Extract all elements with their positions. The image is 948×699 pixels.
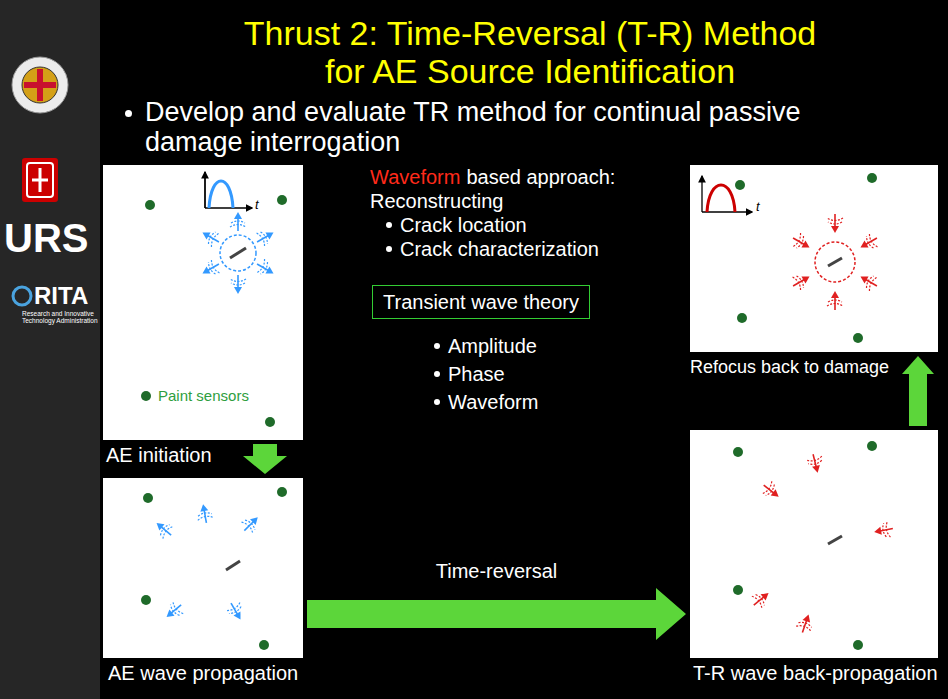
refocused-pulse	[707, 185, 735, 212]
box-label: Transient wave theory	[383, 291, 579, 313]
panel	[690, 430, 938, 658]
bullet-dot	[434, 343, 440, 349]
logo-text: URS	[4, 216, 88, 260]
sensor-dots	[141, 173, 877, 650]
university-seal	[22, 67, 58, 103]
panel-box: Refocus back to damage	[690, 165, 938, 352]
bullet-dot	[434, 399, 440, 405]
panel	[103, 478, 303, 658]
axis-label: t	[255, 198, 259, 212]
bullet-dot	[386, 222, 392, 228]
block-arrow	[243, 444, 287, 474]
crack	[226, 561, 240, 570]
crack	[828, 536, 842, 544]
ncstate-logo	[27, 163, 53, 197]
ae-pulse	[209, 181, 233, 208]
logo-strip	[0, 0, 100, 699]
panel-caption: T-R wave back-propagation	[693, 662, 938, 684]
bullet-item: Crack characterization	[400, 238, 599, 260]
body-text: based approach:	[466, 166, 615, 188]
ncstate-logo	[22, 158, 58, 202]
wave-front	[220, 235, 256, 271]
logo-tagline: Research and Innovative Technology Admin…	[22, 310, 98, 324]
axis-label: t	[756, 200, 760, 214]
pulse-axes	[204, 172, 205, 208]
pulse-axes	[702, 211, 752, 212]
bullet-item: Waveform	[448, 391, 538, 413]
wave-front	[815, 242, 855, 282]
sensor-label: Paint sensors	[158, 387, 249, 405]
university-seal	[24, 69, 56, 101]
rita-icon	[13, 287, 31, 305]
panel-caption: AE wave propagation	[108, 662, 298, 684]
panel-box: AE wave propagation	[103, 478, 303, 658]
converging-waves	[789, 214, 881, 310]
block-arrow	[307, 588, 686, 640]
bullet-dot	[125, 110, 132, 117]
panel	[690, 165, 938, 352]
bullet-dot	[386, 246, 392, 252]
logo-text: RITA	[34, 283, 88, 309]
university-seal	[12, 57, 68, 113]
panel	[103, 165, 303, 440]
ncstate-logo	[32, 168, 48, 192]
bullet-dot	[434, 371, 440, 377]
propagating-waves	[151, 503, 263, 624]
crack	[230, 248, 246, 258]
crack	[828, 258, 842, 266]
panel-caption: Refocus back to damage	[690, 356, 889, 378]
arrow-label: Time-reversal	[436, 560, 558, 582]
slide-title: Thrust 2: Time-Reversal (T-R) Method for…	[230, 14, 830, 90]
block-arrow	[902, 356, 934, 426]
bullet-item: Crack location	[400, 214, 527, 236]
bullet-item: Amplitude	[448, 335, 537, 357]
body-text: Reconstructing	[370, 190, 503, 212]
lead-bullet: Develop and evaluate TR method for conti…	[145, 98, 845, 157]
pulse-axes	[205, 172, 252, 208]
outgoing-waves	[198, 212, 277, 294]
highlight-word: Waveform	[370, 166, 460, 188]
panel-caption: AE initiation	[106, 444, 212, 466]
theory-box: Transient wave theory	[372, 285, 590, 319]
pulse-axes	[701, 176, 702, 212]
back-propagating-waves	[749, 452, 895, 635]
bullet-item: Phase	[448, 363, 505, 385]
panel-box: Paint sensorsAE initiation	[103, 165, 303, 440]
panel-box: T-R wave back-propagation	[690, 430, 938, 658]
